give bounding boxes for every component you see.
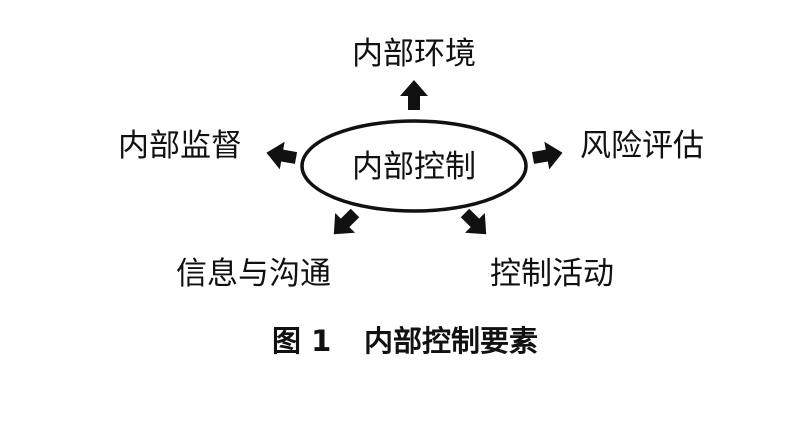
arrow-up-icon bbox=[400, 80, 428, 110]
node-internal-supervision: 内部监督 bbox=[118, 128, 242, 164]
node-information-communication: 信息与沟通 bbox=[176, 256, 331, 292]
arrow-right-icon bbox=[531, 141, 563, 170]
arrow-down-left-icon bbox=[333, 208, 360, 235]
arrow-down-right-icon bbox=[460, 208, 487, 235]
arrow-left-icon bbox=[266, 141, 298, 170]
center-ellipse bbox=[300, 119, 528, 213]
figure-number: 图 1 bbox=[272, 324, 331, 358]
node-internal-environment: 内部环境 bbox=[352, 36, 476, 72]
figure-title: 内部控制要素 bbox=[364, 324, 538, 358]
node-risk-assessment: 风险评估 bbox=[580, 128, 704, 164]
center-label: 内部控制 bbox=[352, 149, 476, 185]
node-control-activities: 控制活动 bbox=[490, 256, 614, 292]
